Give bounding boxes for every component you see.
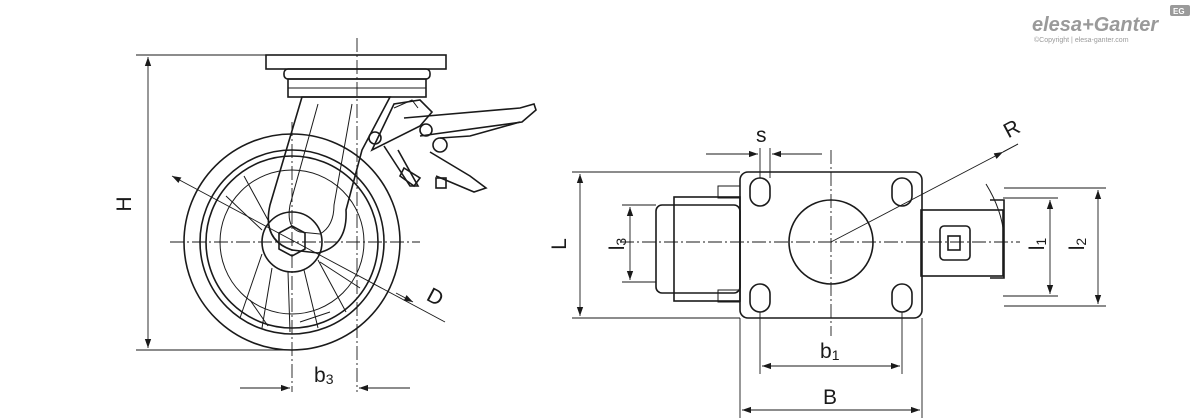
- b1-label: b1: [820, 340, 840, 363]
- mount-slot-bl: [749, 283, 771, 313]
- mount-slot-br: [891, 283, 913, 313]
- wheel-tread-top: [655, 204, 741, 294]
- offset-label-base: b: [314, 364, 326, 387]
- l2-label-base: l: [1066, 246, 1089, 251]
- b1-label-sub: 1: [832, 347, 840, 363]
- l1-label-base: l: [1026, 246, 1049, 251]
- brake-housing-top: [920, 209, 1004, 277]
- wheel-hub-top: [673, 196, 741, 302]
- l3-label-sub: 3: [613, 238, 629, 246]
- l3-label-base: l: [606, 246, 629, 251]
- brand-badge-icon: [1170, 5, 1190, 16]
- brake-assembly: [368, 99, 537, 193]
- brand-logo: elesa+Ganter EG ©Copyright | elesa-gante…: [1032, 5, 1190, 44]
- l1-label-sub: 1: [1033, 238, 1049, 246]
- brand-copyright: ©Copyright | elesa-ganter.com: [1034, 36, 1129, 44]
- diameter-dimension-line: [171, 175, 446, 323]
- offset-label-sub: 3: [326, 371, 334, 387]
- brand-logo-text: elesa+Ganter: [1032, 14, 1159, 36]
- mounting-plate: [265, 54, 447, 70]
- l2-label-sub: 2: [1073, 238, 1089, 246]
- brand-badge-text: EG: [1173, 7, 1185, 16]
- l2-label: l2: [1066, 238, 1089, 251]
- width-label: B: [823, 386, 837, 409]
- mount-slot-tl: [749, 177, 771, 207]
- diameter-label: D: [423, 284, 447, 311]
- height-label: H: [113, 196, 136, 211]
- side-view: H D b3: [113, 38, 537, 392]
- length-label: L: [548, 238, 571, 250]
- l3-label: l3: [606, 238, 629, 251]
- offset-label: b3: [314, 364, 334, 387]
- slot-label: s: [756, 124, 767, 147]
- radius-dimension-line: [830, 151, 1004, 243]
- top-view: s R L l3 l1 l2 b1 B: [548, 116, 1106, 418]
- l1-label: l1: [1026, 238, 1049, 251]
- radius-label: R: [1000, 116, 1024, 143]
- mount-slot-tr: [891, 177, 913, 207]
- brake-lever-top: [939, 225, 971, 261]
- b1-label-base: b: [820, 340, 832, 363]
